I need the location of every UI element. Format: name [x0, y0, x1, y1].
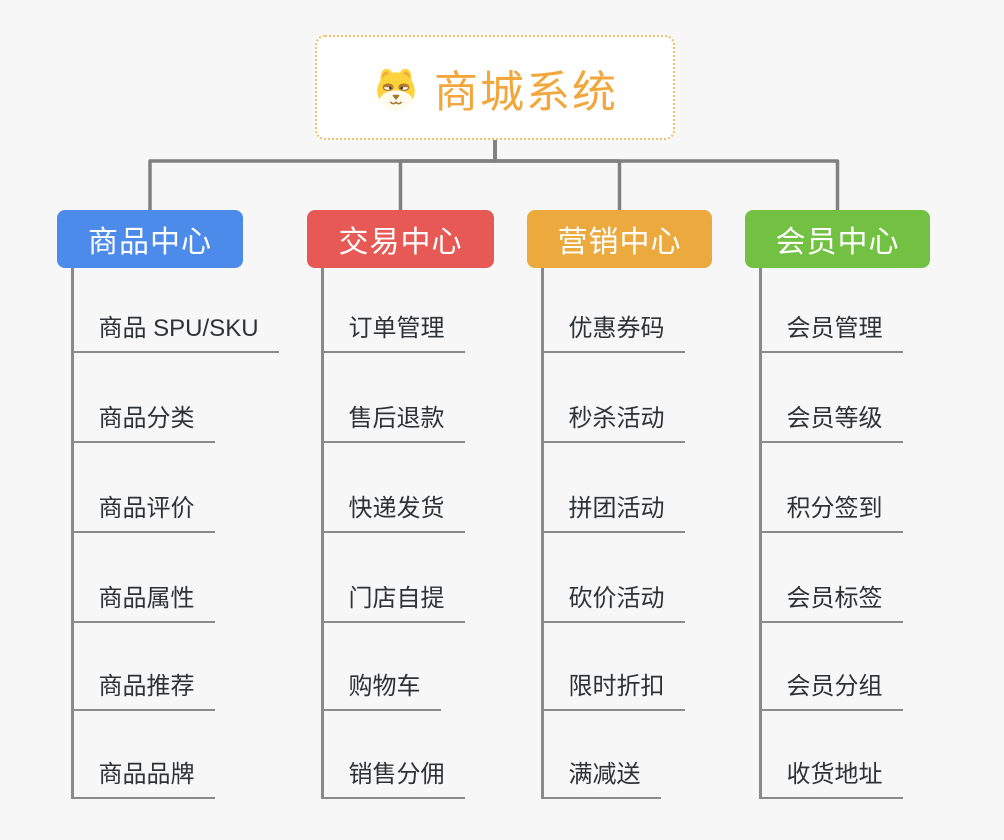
leaf-topic[interactable]: 购物车 [320, 674, 441, 711]
leaf-topic[interactable]: 砍价活动 [540, 586, 685, 623]
branch-node[interactable]: 会员中心 [745, 210, 930, 268]
branch-trunk-line [758, 268, 762, 799]
leaf-topic[interactable]: 拼团活动 [540, 496, 685, 533]
leaf-topic[interactable]: 积分签到 [758, 496, 903, 533]
leaf-topic[interactable]: 满减送 [540, 762, 661, 799]
leaf-topic[interactable]: 优惠券码 [540, 316, 685, 353]
leaf-topic[interactable]: 商品 SPU/SKU [70, 316, 279, 353]
leaf-topic[interactable]: 商品品牌 [70, 762, 215, 799]
leaf-topic[interactable]: 门店自提 [320, 586, 465, 623]
leaf-topic[interactable]: 售后退款 [320, 406, 465, 443]
root-title: 商城系统 [434, 67, 618, 117]
branch-trunk-line [540, 268, 544, 799]
branch-label: 会员中心 [775, 226, 900, 259]
branch-trunk-line [320, 268, 324, 799]
leaf-topic[interactable]: 商品推荐 [70, 674, 215, 711]
leaf-topic[interactable]: 商品评价 [70, 496, 215, 533]
leaf-topic[interactable]: 收货地址 [758, 762, 903, 799]
branch-label: 交易中心 [338, 226, 463, 259]
branch-trunk-line [70, 268, 74, 799]
leaf-topic[interactable]: 订单管理 [320, 316, 465, 353]
root-node[interactable]: 商城系统 [315, 35, 675, 140]
leaf-topic[interactable]: 快递发货 [320, 496, 465, 533]
branch-label: 商品中心 [88, 226, 212, 259]
branch-node[interactable]: 营销中心 [527, 210, 712, 268]
leaf-topic[interactable]: 会员分组 [758, 674, 903, 711]
leaf-topic[interactable]: 会员等级 [758, 406, 903, 443]
leaf-topic[interactable]: 限时折扣 [540, 674, 685, 711]
branch-node[interactable]: 交易中心 [307, 210, 494, 268]
dog-face-icon [377, 68, 415, 110]
leaf-topic[interactable]: 会员标签 [758, 586, 903, 623]
leaf-topic[interactable]: 销售分佣 [320, 762, 465, 799]
leaf-topic[interactable]: 会员管理 [758, 316, 903, 353]
leaf-topic[interactable]: 商品分类 [70, 406, 215, 443]
branch-label: 营销中心 [557, 226, 682, 259]
leaf-topic[interactable]: 商品属性 [70, 586, 215, 623]
branch-node[interactable]: 商品中心 [57, 210, 243, 268]
leaf-topic[interactable]: 秒杀活动 [540, 406, 685, 443]
